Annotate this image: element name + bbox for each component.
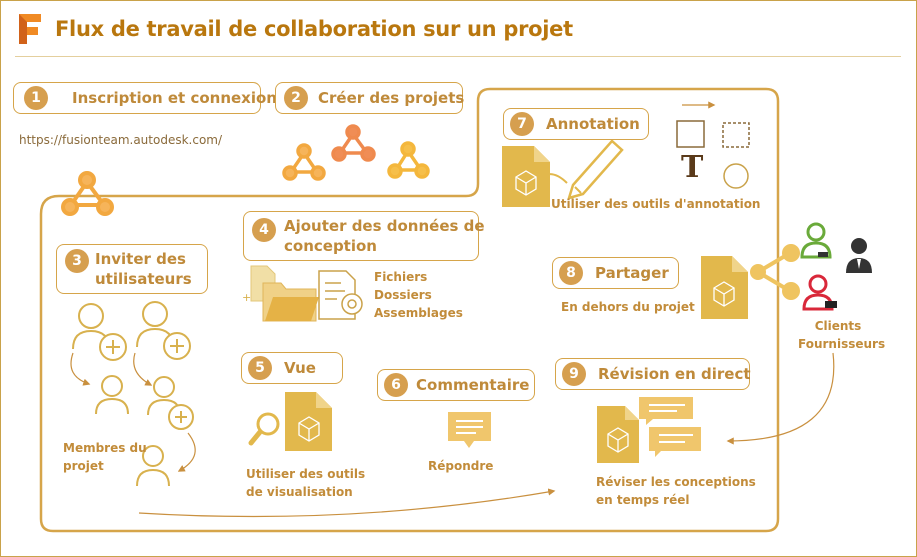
user-icon	[95, 375, 129, 415]
step-9-label: Révision en direct	[598, 365, 751, 383]
annotation-caption: Utiliser des outils d'annotation	[551, 197, 761, 211]
design-document-icon	[502, 146, 550, 207]
data-type-folders: Dossiers	[374, 288, 432, 302]
data-type-assemblies: Assemblages	[374, 306, 463, 320]
step-3-box: 3 Inviter des utilisateurs	[56, 244, 208, 294]
step-5-badge: 5	[248, 356, 272, 380]
magnifier-icon	[248, 412, 280, 446]
folder-icon	[262, 282, 319, 322]
members-caption-line1: Membres du	[63, 441, 147, 455]
step-6-box: 6 Commentaire	[377, 369, 535, 401]
step-2-label: Créer des projets	[318, 89, 465, 107]
external-users-line1: Clients	[814, 319, 862, 333]
step-4-box: 4 Ajouter des données de conception	[243, 211, 485, 261]
cloud-tool-icon	[722, 122, 750, 148]
add-user-icon	[136, 301, 191, 360]
pencil-icon	[540, 139, 624, 200]
view-caption: Utiliser des outils de visualisation	[246, 465, 365, 501]
project-network-icon	[331, 124, 376, 162]
external-users-line2: Fournisseurs	[798, 337, 886, 351]
review-caption-line1: Réviser les conceptions	[596, 475, 756, 489]
step-6-label: Commentaire	[416, 376, 530, 394]
share-icon	[750, 244, 800, 300]
review-caption: Réviser les conceptions en temps réel	[596, 473, 756, 509]
assembly-document-icon	[318, 270, 363, 320]
client-user-icon	[800, 222, 832, 259]
step-8-badge: 8	[559, 261, 583, 285]
design-document-icon	[597, 406, 639, 463]
step-4-label-line1: Ajouter des données de	[284, 217, 485, 235]
review-caption-line2: en temps réel	[596, 493, 690, 507]
design-document-icon	[285, 392, 332, 451]
step-2-box: 2 Créer des projets	[275, 82, 465, 114]
step-1-box: 1 Inscription et connexion	[13, 82, 277, 114]
circle-tool-icon	[723, 163, 749, 189]
step-4-badge: 4	[252, 218, 276, 242]
add-user-icon	[147, 376, 194, 430]
step-8-label: Partager	[595, 264, 669, 282]
step-7-box: 7 Annotation	[503, 108, 649, 140]
user-icon	[136, 445, 170, 487]
fusion-team-url: https://fusionteam.autodesk.com/	[19, 133, 223, 147]
data-type-files: Fichiers	[374, 270, 428, 284]
flow-arrow	[70, 352, 91, 386]
step-7-badge: 7	[510, 112, 534, 136]
step-8-box: 8 Partager	[552, 257, 679, 289]
flow-arrow	[177, 432, 196, 472]
project-network-icon	[282, 143, 326, 181]
supplier-user-icon	[846, 238, 872, 273]
step-1-label: Inscription et connexion	[72, 89, 277, 107]
step-2-badge: 2	[284, 86, 308, 110]
rectangle-tool-icon	[676, 120, 705, 148]
step-4-label: Ajouter des données de conception	[284, 216, 485, 256]
chat-bubbles-icon	[639, 397, 701, 457]
comment-caption: Répondre	[428, 459, 494, 473]
view-caption-line2: de visualisation	[246, 485, 353, 499]
step-1-badge: 1	[24, 86, 48, 110]
design-document-icon	[701, 256, 748, 319]
flow-arrow	[726, 352, 835, 445]
step-5-label: Vue	[284, 359, 316, 377]
fusion-logo-icon	[19, 14, 41, 44]
text-tool-icon: T	[681, 150, 704, 185]
step-6-badge: 6	[384, 373, 408, 397]
comment-bubble-icon	[448, 412, 491, 448]
project-network-icon	[387, 141, 430, 179]
step-3-badge: 3	[65, 249, 89, 273]
members-caption-line2: projet	[63, 459, 104, 473]
step-4-label-line2: conception	[284, 237, 377, 255]
workflow-container	[39, 87, 780, 533]
add-user-icon	[72, 303, 127, 361]
step-9-badge: 9	[562, 362, 586, 386]
data-types-list: Fichiers Dossiers Assemblages	[374, 268, 463, 322]
external-user-icon	[802, 274, 837, 311]
members-caption: Membres du projet	[63, 439, 147, 475]
step-3-label-line1: Inviter des	[95, 250, 186, 268]
step-3-label-line2: utilisateurs	[95, 270, 192, 288]
title-divider	[15, 56, 901, 57]
step-5-box: 5 Vue	[241, 352, 343, 384]
page-title: Flux de travail de collaboration sur un …	[55, 17, 573, 41]
flow-arrow	[138, 488, 556, 518]
svg-text:+: +	[242, 291, 251, 304]
step-3-label: Inviter des utilisateurs	[95, 249, 192, 289]
share-caption: En dehors du projet	[561, 300, 695, 314]
step-7-label: Annotation	[546, 115, 640, 133]
fusion-logo-icon	[17, 12, 43, 46]
external-users-caption: Clients Fournisseurs	[798, 317, 886, 353]
project-network-icon	[61, 171, 114, 216]
flow-arrow	[133, 352, 153, 386]
step-9-box: 9 Révision en direct	[555, 358, 751, 390]
view-caption-line1: Utiliser des outils	[246, 467, 366, 481]
